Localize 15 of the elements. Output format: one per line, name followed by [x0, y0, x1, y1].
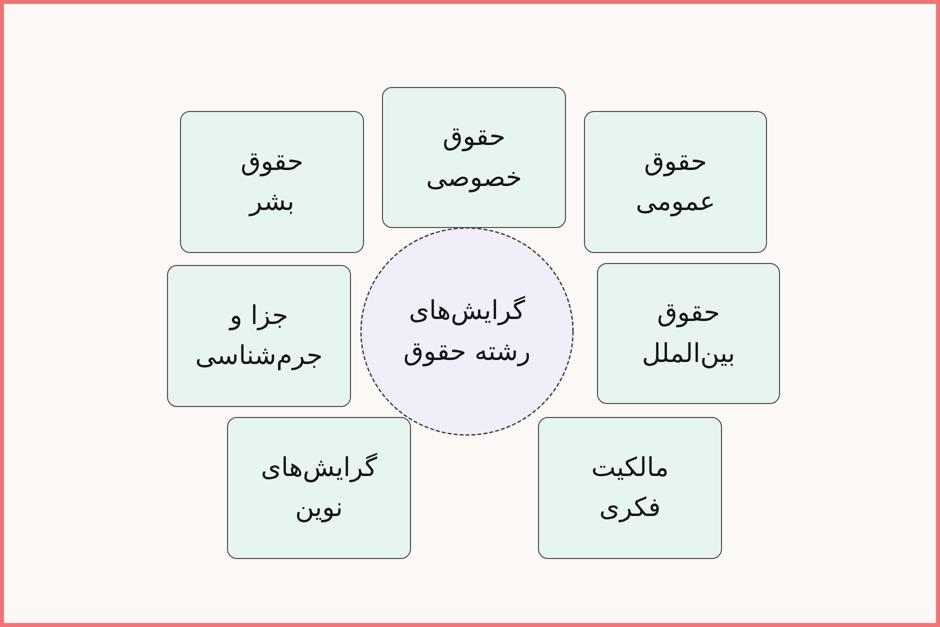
topic-label: حقوق بشر: [240, 146, 304, 219]
topic-box: [227, 417, 411, 559]
topic-box: [382, 87, 566, 228]
topic-label: حقوق بین‌الملل: [640, 297, 736, 370]
topic-label: حقوق عمومی: [634, 146, 716, 219]
topic-label: جزا و جرم‌شناسی: [194, 300, 324, 373]
center-label: گرایش‌های رشته حقوق: [402, 294, 532, 368]
topic-box: [584, 111, 767, 253]
topic-label: گرایش‌های نوین: [260, 452, 378, 525]
topic-box: [597, 263, 780, 404]
topic-box: [538, 417, 722, 559]
topic-label: مالکیت فکری: [590, 452, 670, 525]
topic-box: [180, 111, 364, 253]
topic-box: [167, 265, 351, 407]
topic-label: حقوق خصوصی: [425, 121, 523, 194]
